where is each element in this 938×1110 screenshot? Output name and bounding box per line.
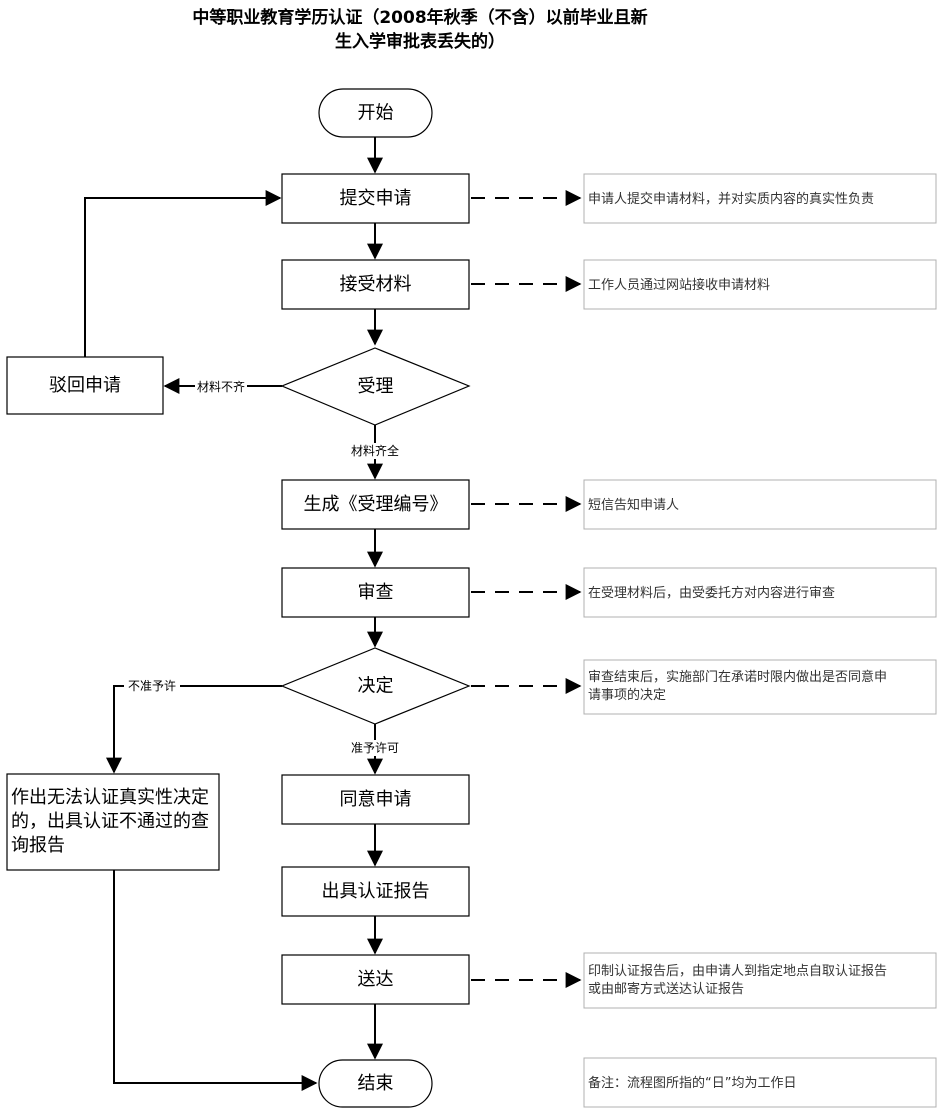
node-end bbox=[318, 1059, 433, 1108]
node-start bbox=[318, 88, 433, 138]
diagram-title: 中等职业教育学历认证（2008年秋季（不含）以前毕业且新 生入学审批表丢失的） bbox=[160, 6, 680, 54]
note-receive-text: 工作人员通过网站接收申请材料 bbox=[588, 277, 770, 293]
title-line-1: 中等职业教育学历认证（2008年秋季（不含）以前毕业且新 bbox=[192, 8, 648, 28]
node-agree bbox=[281, 774, 470, 825]
note-deliver-text-line-2: 或由邮寄方式送达认证报告 bbox=[588, 981, 744, 997]
note-box-deliver bbox=[583, 952, 937, 1009]
node-receive-label: 接受材料 bbox=[340, 274, 412, 295]
note-box-review bbox=[583, 567, 937, 618]
node-reject bbox=[6, 356, 164, 415]
node-issue-label: 出具认证报告 bbox=[322, 881, 430, 902]
edge-label-not-permit: 不准予许 bbox=[128, 679, 176, 693]
node-reject-label: 驳回申请 bbox=[49, 375, 121, 396]
node-decide-label: 决定 bbox=[358, 676, 394, 697]
node-generate-label: 生成《受理编号》 bbox=[304, 494, 448, 515]
edge-label-permit: 准予许可 bbox=[351, 741, 399, 755]
node-deny-label-line-1: 作出无法认证真实性决定 bbox=[11, 787, 209, 808]
node-generate bbox=[281, 479, 470, 530]
note-remark-text: 备注：流程图所指的“日”均为工作日 bbox=[588, 1075, 796, 1091]
node-deny bbox=[6, 773, 220, 871]
node-accept-label: 受理 bbox=[358, 376, 394, 397]
note-review-text: 在受理材料后，由受委托方对内容进行审查 bbox=[588, 585, 835, 601]
edge-deny-end bbox=[113, 870, 318, 1091]
node-accept bbox=[280, 347, 471, 426]
node-review-label: 审查 bbox=[358, 582, 394, 603]
note-decide-text-line-1: 审查结束后，实施部门在承诺时限内做出是否同意申 bbox=[588, 669, 887, 685]
note-deliver-text-line-1: 印制认证报告后，由申请人到指定地点自取认证报告 bbox=[588, 964, 887, 979]
note-box-remark bbox=[583, 1057, 937, 1108]
note-box-decide bbox=[583, 659, 937, 715]
title-line-2: 生入学审批表丢失的） bbox=[335, 32, 505, 52]
edge-decide-deny bbox=[106, 685, 282, 774]
node-start-label: 开始 bbox=[358, 103, 394, 124]
node-submit-label: 提交申请 bbox=[340, 188, 412, 209]
node-submit bbox=[281, 173, 470, 224]
node-agree-label: 同意申请 bbox=[340, 789, 412, 810]
note-box-generate bbox=[583, 479, 937, 530]
node-deliver-label: 送达 bbox=[358, 969, 394, 990]
note-decide-text-line-2: 请事项的决定 bbox=[588, 687, 666, 703]
note-generate-text: 短信告知申请人 bbox=[588, 497, 679, 513]
edge-label-complete: 材料齐全 bbox=[351, 443, 399, 458]
edge-label-incomplete: 材料不齐 bbox=[197, 379, 245, 394]
node-review bbox=[281, 567, 470, 618]
node-receive bbox=[281, 259, 470, 310]
note-box-receive bbox=[583, 259, 937, 310]
node-decide bbox=[280, 647, 471, 725]
node-deny-label-line-3: 询报告 bbox=[11, 835, 65, 856]
edge-reject-submit bbox=[84, 190, 282, 357]
node-end-label: 结束 bbox=[358, 1073, 394, 1094]
node-deny-label-line-2: 的，出具认证不通过的查 bbox=[11, 811, 209, 832]
node-issue bbox=[281, 866, 470, 917]
note-submit-text: 申请人提交申请材料，并对实质内容的真实性负责 bbox=[588, 191, 874, 207]
note-box-submit bbox=[583, 173, 937, 224]
node-deliver bbox=[281, 954, 470, 1005]
